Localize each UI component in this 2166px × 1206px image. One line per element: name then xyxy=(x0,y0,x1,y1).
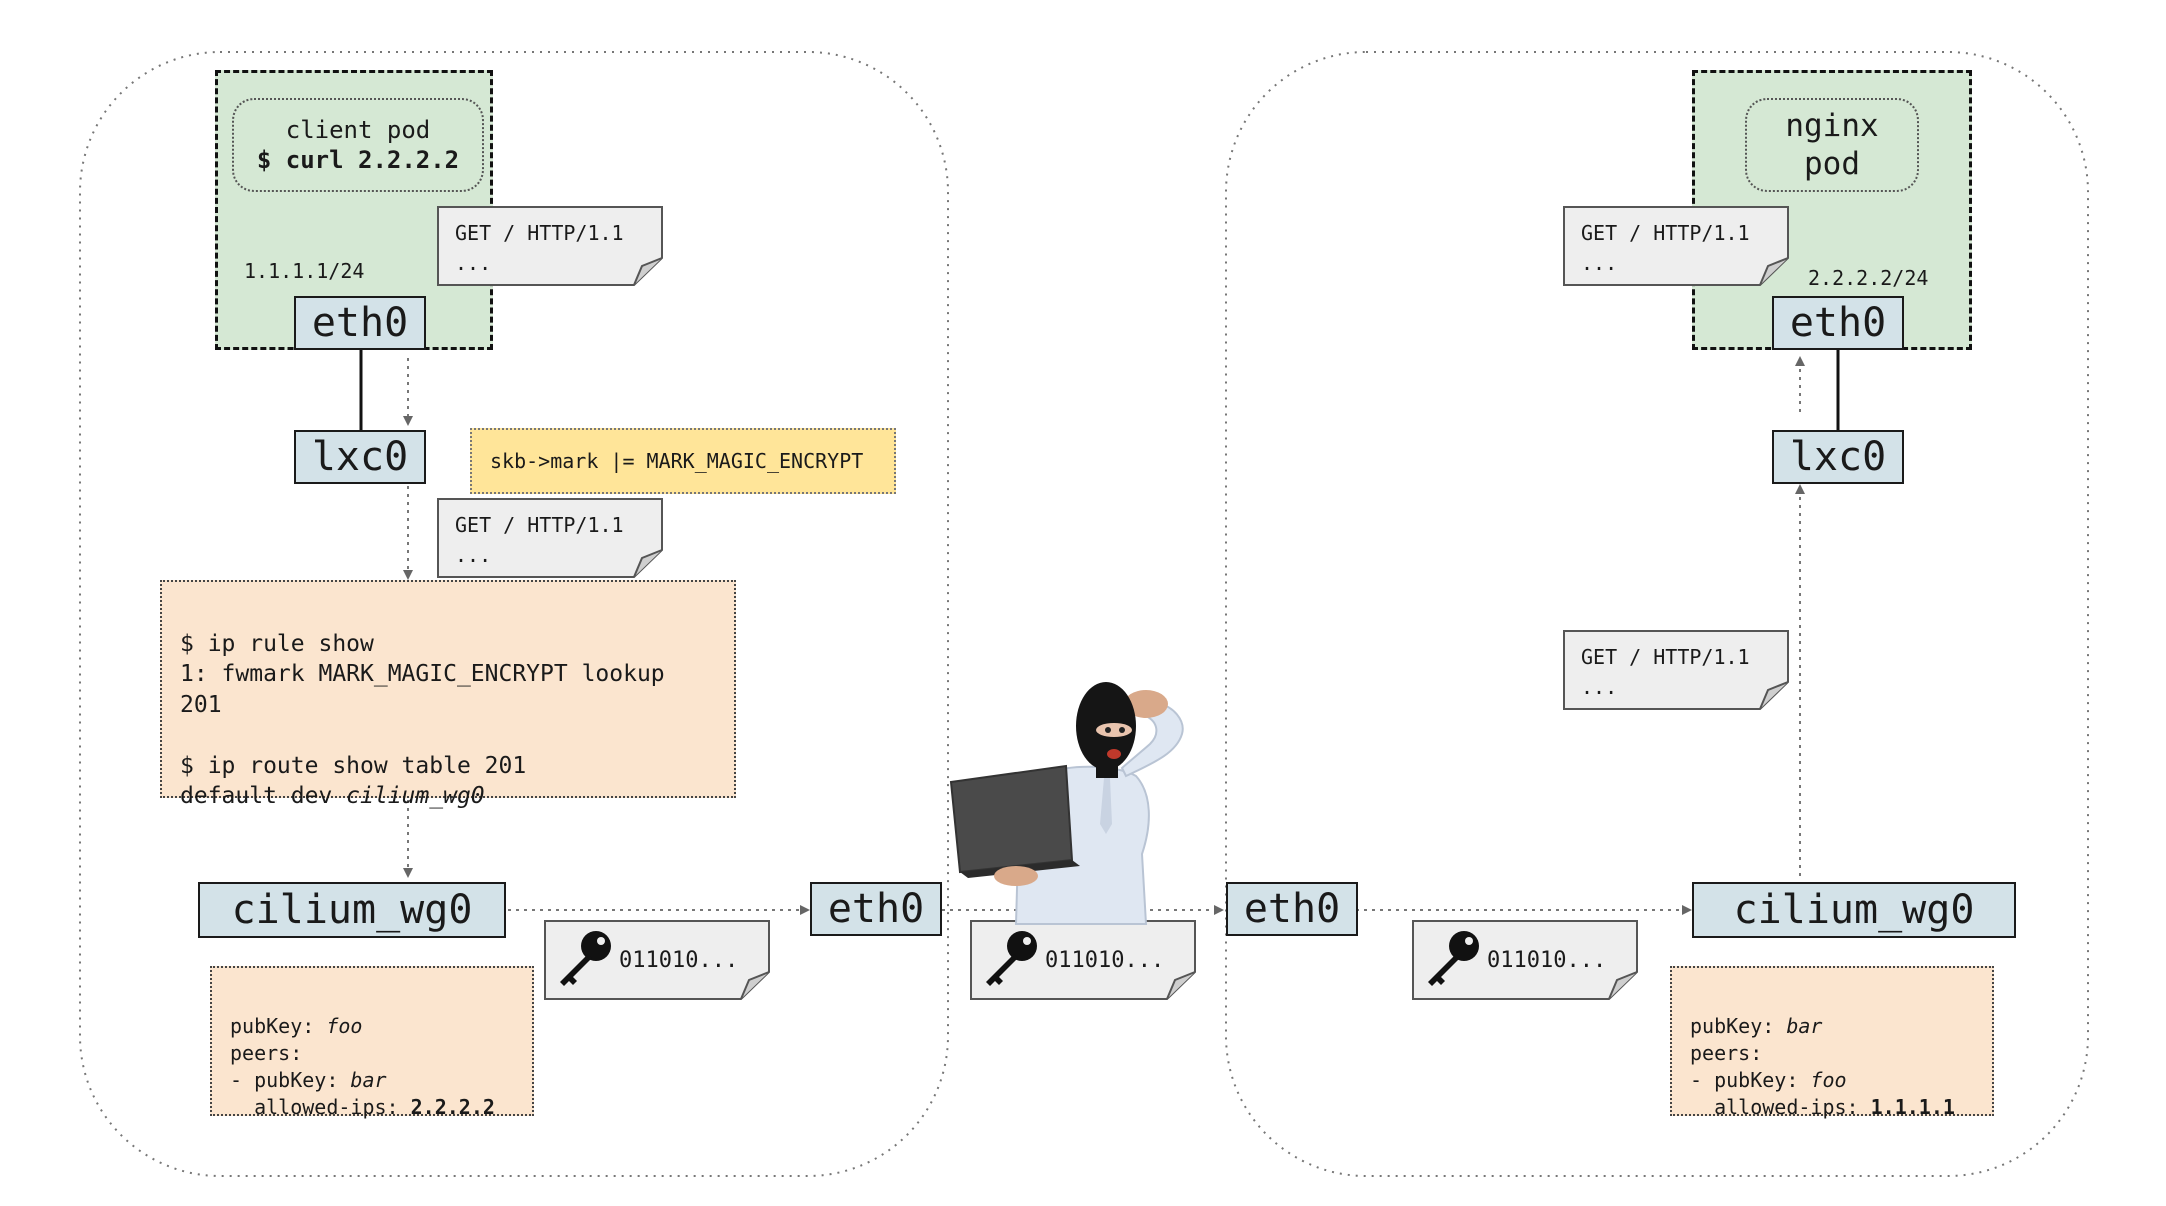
http-packet: GET / HTTP/1.1 ... xyxy=(437,498,663,578)
http-packet: GET / HTTP/1.1 ... xyxy=(437,206,663,286)
left-wg-config: pubKey: foo peers: - pubKey: bar allowed… xyxy=(210,966,534,1119)
right-host-boundary xyxy=(1225,51,2089,1177)
nginx-pod-eth0: eth0 xyxy=(1772,296,1904,350)
left-lxc0: lxc0 xyxy=(294,430,426,484)
left-cilium-wg0: cilium_wg0 xyxy=(198,882,506,938)
key-icon xyxy=(560,931,611,986)
nginx-pod-label-2: pod xyxy=(1804,146,1860,182)
mark-note: skb->mark |= MARK_MAGIC_ENCRYPT xyxy=(470,428,896,494)
key-icon xyxy=(1428,931,1479,986)
right-host-eth0: eth0 xyxy=(1226,882,1358,936)
right-cilium-wg0: cilium_wg0 xyxy=(1692,882,2016,938)
encrypted-packet: 011010... xyxy=(544,920,770,1000)
hacker-figure xyxy=(949,682,1184,925)
nginx-ip-label: 2.2.2.2/24 xyxy=(1808,266,1929,290)
client-pod-label: client pod xyxy=(285,116,431,144)
client-ip-label: 1.1.1.1/24 xyxy=(244,259,365,283)
client-pod-eth0: eth0 xyxy=(294,296,426,350)
encrypted-packet: 011010... xyxy=(970,920,1196,1000)
left-host-eth0: eth0 xyxy=(810,882,942,936)
encrypted-packet: 011010... xyxy=(1412,920,1638,1000)
http-packet: GET / HTTP/1.1 ... xyxy=(1563,630,1789,710)
nginx-pod: nginx pod xyxy=(1745,98,1919,192)
http-packet: GET / HTTP/1.1 ... xyxy=(1563,206,1789,286)
client-pod: client pod $ curl 2.2.2.2 xyxy=(232,98,484,192)
routing-rules: $ ip rule show 1: fwmark MARK_MAGIC_ENCR… xyxy=(160,580,736,809)
client-pod-command: $ curl 2.2.2.2 xyxy=(256,146,460,174)
nginx-pod-label: nginx xyxy=(1785,108,1879,144)
right-wg-config: pubKey: bar peers: - pubKey: foo allowed… xyxy=(1670,966,1994,1119)
key-icon xyxy=(986,931,1037,986)
right-lxc0: lxc0 xyxy=(1772,430,1904,484)
